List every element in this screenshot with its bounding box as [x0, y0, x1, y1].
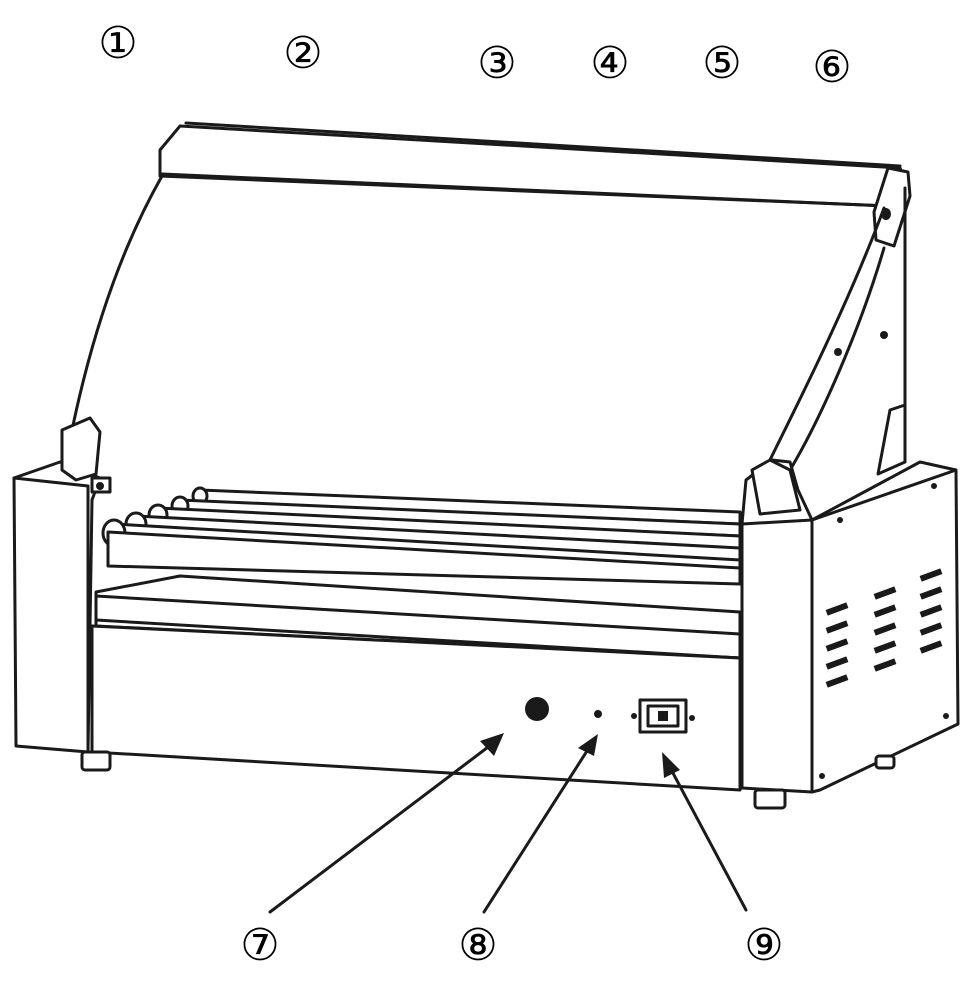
marker-8: ⑧ — [458, 920, 497, 971]
rollers — [101, 486, 742, 586]
marker-1: ① — [98, 18, 137, 69]
marker-4: ④ — [590, 38, 629, 89]
bottom-markers: ⑦ ⑧ ⑨ — [240, 920, 783, 971]
feet — [80, 750, 896, 810]
base — [12, 416, 960, 810]
power-socket — [631, 698, 695, 734]
marker-9: ⑨ — [744, 920, 783, 971]
indicator-light — [594, 710, 602, 718]
callout-arrows — [268, 733, 748, 914]
marker-5: ⑤ — [702, 38, 741, 89]
marker-2: ② — [283, 28, 322, 79]
hood — [68, 121, 912, 502]
top-markers: ① ② ③ ④ ⑤ ⑥ — [98, 18, 851, 93]
marker-3: ③ — [477, 38, 516, 89]
control-knob — [525, 697, 549, 721]
vent-slots — [825, 568, 943, 688]
marker-7: ⑦ — [240, 920, 279, 971]
marker-6: ⑥ — [812, 42, 851, 93]
